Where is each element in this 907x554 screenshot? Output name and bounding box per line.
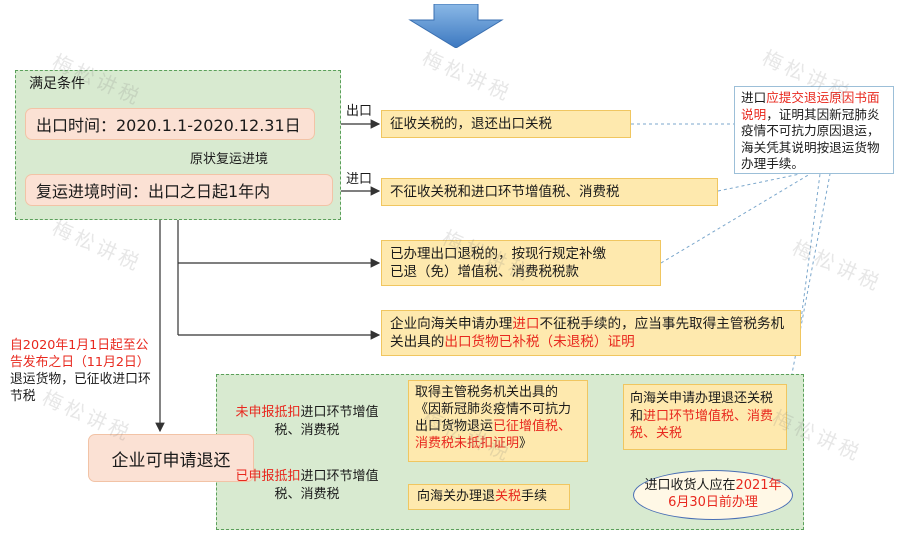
dash-drawback-note	[660, 173, 811, 264]
apply-vat-2: 进口环节增值税、消费税、关税	[630, 408, 774, 442]
apply-no-collect-box: 企业向海关申请办理进口不征税手续的，应当事先取得主管税务机关出具的出口货物已补税…	[381, 310, 801, 356]
apply-refund-box: 企业可申请退还	[88, 434, 254, 482]
certificate-box: 取得主管税务机关出具的《因新冠肺炎疫情不可抗力出口货物退运已征增值税、消费税未抵…	[408, 380, 588, 462]
declared-text: 进口环节增值税、消费税	[274, 469, 379, 502]
deadline-ellipse: 进口收货人应在2021年6月30日前办理	[633, 470, 793, 520]
refund-customs-2: 关税	[495, 489, 522, 505]
side-note-red: 自2020年1月1日起至公告发布之日（11月2日）	[10, 338, 150, 370]
note-text-2: 应提交退运原因书面说明	[741, 90, 880, 122]
cert-text-3: 》	[519, 436, 533, 452]
export-label: 出口	[346, 104, 373, 119]
dash-apply-note	[800, 173, 821, 321]
drawback-line2: 已退（免）增值税、消费税税款	[390, 264, 579, 281]
undeclared-text: 进口环节增值税、消费税	[274, 405, 379, 438]
drawback-box: 已办理出口退税的，按现行规定补缴 已退（免）增值税、消费税税款	[381, 240, 661, 286]
declared-label: 已申报抵扣进口环节增值税、消费税	[232, 468, 382, 503]
export-time-box: 出口时间：2020.1.1-2020.12.31日	[25, 108, 315, 140]
apply-text-3: 不征税手续的，应当事先取得主管税务机关出具的	[390, 316, 785, 351]
declared-red: 已申报抵扣	[235, 469, 301, 484]
undeclared-red: 未申报抵扣	[235, 405, 301, 420]
apply-text-2: 进口	[512, 316, 540, 332]
import-label: 进口	[346, 172, 373, 187]
cert-text-1: 取得主管税务机关出具的《因新冠肺炎疫情不可抗力出口货物退运	[415, 385, 572, 435]
original-reentry-label: 原状复运进境	[190, 152, 269, 167]
collect-tax-text: 征收关税的，退还出口关税	[390, 115, 552, 132]
apply-vat-box: 向海关申请办理退还关税和进口环节增值税、消费税、关税	[623, 384, 787, 450]
apply-refund-text: 企业可申请退还	[111, 450, 231, 471]
reentry-time-box: 复运进境时间：出口之日起1年内	[25, 174, 333, 206]
apply-text-1: 企业向海关申请办理	[390, 316, 513, 332]
apply-text-4: 出口货物已补税（未退税）证明	[444, 334, 635, 351]
refund-customs-1: 向海关办理退	[417, 489, 496, 505]
dash-nocollect-note	[717, 173, 801, 192]
top-down-arrow-icon	[408, 4, 504, 48]
no-collect-text: 不征收关税和进口环节增值税、消费税	[390, 183, 620, 200]
note-box: 进口应提交退运原因书面说明，证明其因新冠肺炎疫情不可抗力原因退运，海关凭其说明按…	[734, 86, 894, 174]
note-text-1: 进口	[741, 90, 767, 105]
undeclared-label: 未申报抵扣进口环节增值税、消费税	[232, 404, 382, 439]
side-note: 自2020年1月1日起至公告发布之日（11月2日）退运货物，已征收进口环节税	[10, 338, 155, 406]
conditions-title: 满足条件	[29, 76, 85, 92]
no-collect-box: 不征收关税和进口环节增值税、消费税	[381, 178, 718, 206]
drawback-line1: 已办理出口退税的，按现行规定补缴	[390, 246, 606, 262]
refund-customs-3: 手续	[521, 489, 548, 505]
export-time-text: 出口时间：2020.1.1-2020.12.31日	[36, 116, 301, 135]
reentry-time-text: 复运进境时间：出口之日起1年内	[36, 182, 271, 201]
dash-vat-note	[786, 173, 831, 401]
apply-vat-1: 向海关申请办理退还关税和	[630, 391, 774, 424]
refund-customs-box: 向海关办理退关税手续	[408, 484, 570, 510]
cert-text-2: 已征增值税、消费税未抵扣证明	[415, 419, 572, 452]
side-note-text: 退运货物，已征收进口环节税	[10, 371, 151, 404]
collect-tax-box: 征收关税的，退还出口关税	[381, 110, 631, 138]
deadline-text-2: 2021年6月30日前办理	[668, 478, 782, 510]
deadline-text-1: 进口收货人应在	[644, 478, 736, 494]
note-text-3: ，证明其因新冠肺炎疫情不可抗力原因退运，海关凭其说明按退运货物办理手续。	[741, 106, 880, 172]
